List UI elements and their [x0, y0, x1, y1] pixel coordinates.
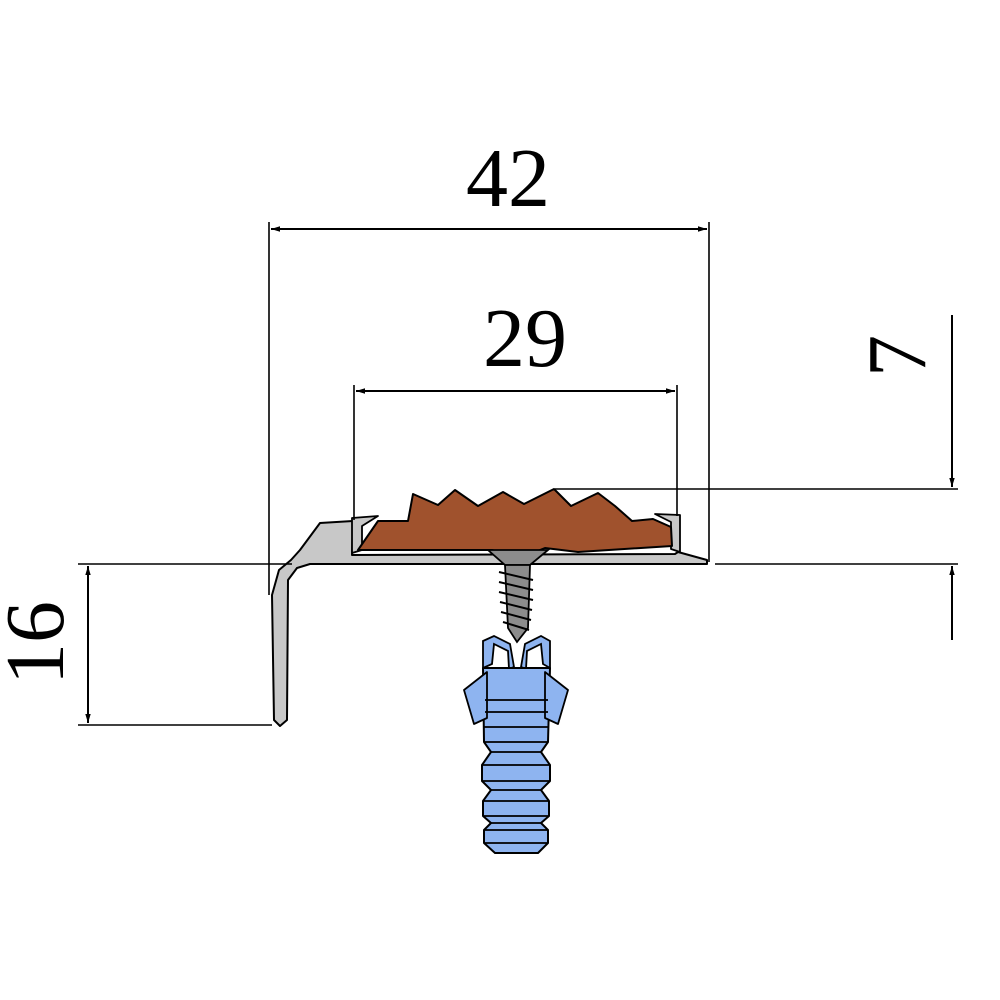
profile-left-lip — [351, 515, 379, 554]
dimension-overall-width: 42 — [268, 132, 710, 595]
anti-slip-insert — [357, 488, 673, 559]
aluminium-profile — [271, 520, 708, 727]
dimension-insert-width: 29 — [353, 292, 678, 520]
dimension-label-29: 29 — [483, 292, 567, 385]
dimension-insert-height: 7 — [555, 315, 958, 640]
plastic-dowel — [463, 634, 569, 854]
dimension-label-16: 16 — [0, 601, 82, 685]
dimension-label-42: 42 — [466, 132, 550, 225]
screw — [485, 549, 551, 644]
profile-right-lip — [654, 513, 681, 553]
dimension-label-7: 7 — [851, 335, 944, 377]
dimension-profile-height: 16 — [0, 563, 292, 726]
